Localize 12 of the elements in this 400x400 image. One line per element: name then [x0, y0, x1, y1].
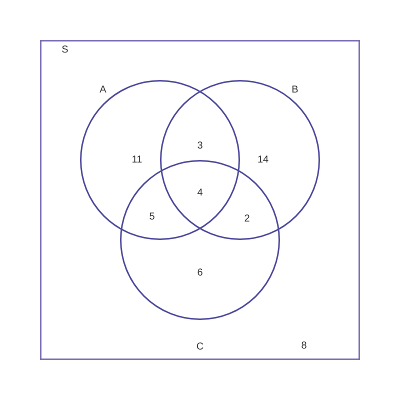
set-label: B [292, 84, 298, 96]
region-count: 11 [132, 154, 142, 166]
set-label: S [62, 44, 68, 56]
set-label: A [100, 84, 106, 96]
region-count: 2 [244, 214, 250, 224]
region-count: 3 [197, 140, 203, 152]
set-label: C [196, 342, 204, 352]
region-count: 4 [197, 188, 203, 198]
region-count: 6 [197, 268, 203, 278]
region-count: 5 [149, 212, 155, 222]
region-count: 14 [257, 154, 269, 166]
region-count: 8 [301, 340, 307, 352]
